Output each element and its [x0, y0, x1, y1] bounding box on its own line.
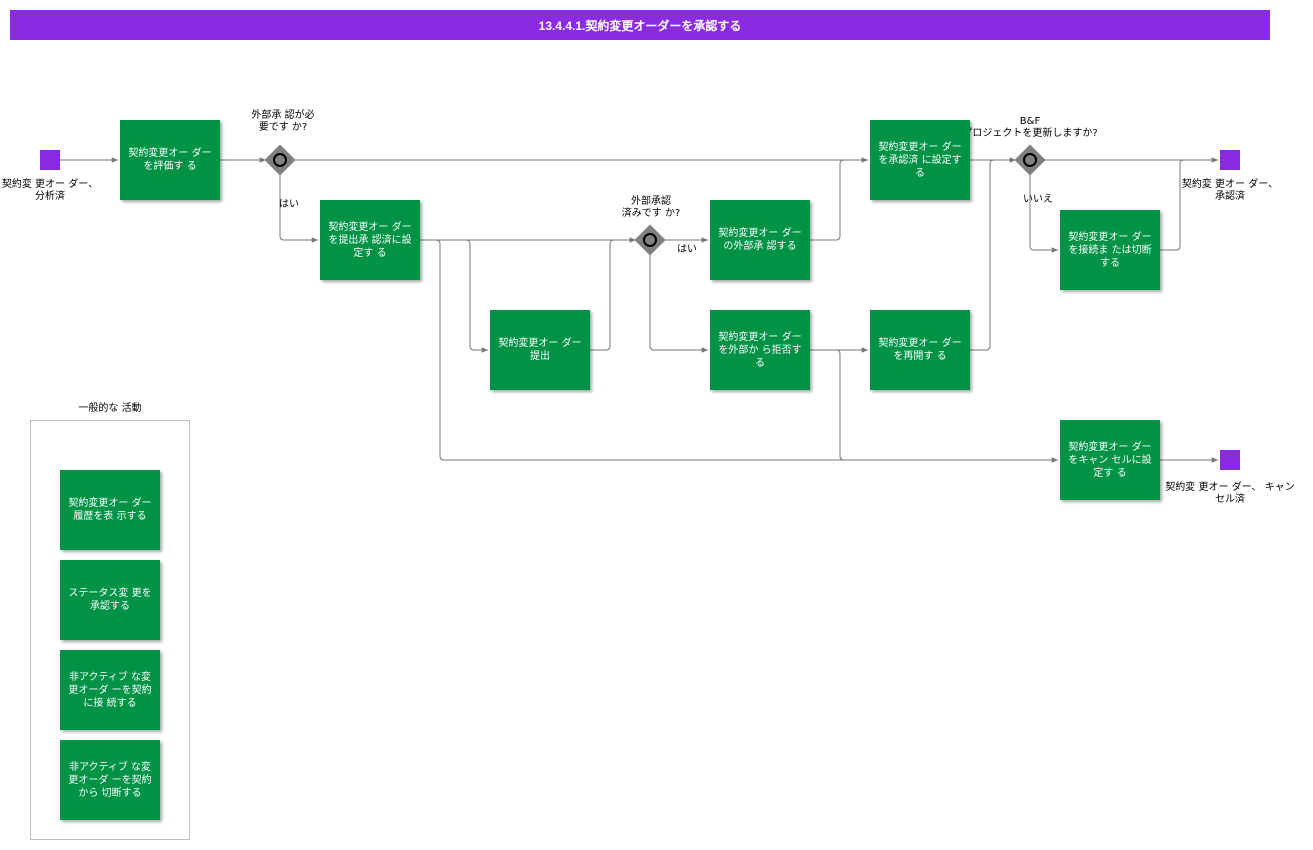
end-event-cancelled-label: 契約変 更オー ダー、 キャン セル済: [1165, 482, 1295, 505]
activity-disconnect-inactive[interactable]: 非アクティブ な変更オーダ ーを契約から 切断する: [60, 740, 160, 820]
activity-connect-disconnect[interactable]: 契約変更オー ダーを接続ま たは切断する: [1060, 210, 1160, 290]
activity-view-history[interactable]: 契約変更オー ダー履歴を表 示する: [60, 470, 160, 550]
flow-ext-approve-set: [810, 159, 845, 241]
group-title: 一般的な 活動: [78, 403, 142, 414]
activity-external-reject[interactable]: 契約変更オー ダーを外部か ら拒否する: [710, 310, 810, 390]
gateway-circle-icon: [273, 153, 287, 167]
gateway-external-required[interactable]: [264, 144, 296, 176]
end-event-approved[interactable]: [1220, 150, 1240, 170]
flow-gw1-yes: [279, 174, 318, 243]
flow-connect-end: [1160, 159, 1185, 251]
gateway-external-required-label: 外部承 認が必 要です か?: [251, 110, 315, 133]
flow-to-cancel: [435, 239, 1058, 463]
activity-set-submit-approved[interactable]: 契約変更オー ダーを提出承 認済に設定す る: [320, 200, 420, 280]
activity-submit[interactable]: 契約変更オー ダー提出: [490, 310, 590, 390]
flow-reject-cancel: [835, 349, 845, 461]
diagram-title: 13.4.4.1.契約変更オーダーを承認する: [10, 10, 1270, 40]
gateway-bf-update-label: B&F プロジェクトを更新しますか?: [962, 116, 1098, 139]
general-activities-group: [30, 420, 190, 840]
flow-label-yes-1: はい: [279, 199, 299, 210]
end-event-cancelled[interactable]: [1220, 450, 1240, 470]
flow-label-yes-2: はい: [677, 244, 697, 255]
activity-set-cancelled[interactable]: 契約変更オー ダーをキャン セルに設定す る: [1060, 420, 1160, 500]
flow-reopen-gw3: [970, 159, 995, 351]
activity-external-approve[interactable]: 契約変更オー ダーの外部承 認する: [710, 200, 810, 280]
gateway-external-done-label: 外部承認 済みです か?: [621, 196, 681, 219]
flow-gw3-no: [1029, 174, 1058, 253]
activity-connect-inactive[interactable]: 非アクティブ な変更オーダ ーを契約に接 続する: [60, 650, 160, 730]
activity-reopen[interactable]: 契約変更オー ダーを再開す る: [870, 310, 970, 390]
activity-evaluate[interactable]: 契約変更オー ダーを評価す る: [120, 120, 220, 200]
start-event[interactable]: [40, 150, 60, 170]
activity-approve-status-change[interactable]: ステータス変 更を承認する: [60, 560, 160, 640]
end-event-approved-label: 契約変 更オー ダー、 承認済: [1181, 179, 1279, 202]
gateway-external-done[interactable]: [634, 224, 666, 256]
flow-label-no-1: いいえ: [1023, 194, 1053, 205]
gateway-circle-icon: [643, 233, 657, 247]
flow-submit-gw2: [590, 239, 615, 351]
start-event-label: 契約変 更オー ダー、 分析済: [1, 179, 99, 202]
gateway-circle-icon: [1023, 153, 1037, 167]
gateway-bf-update[interactable]: [1014, 144, 1046, 176]
activity-set-approved[interactable]: 契約変更オー ダーを承認済 に設定する: [870, 120, 970, 200]
flow-gw2-reject: [649, 254, 708, 353]
flow-to-submit: [465, 239, 488, 353]
